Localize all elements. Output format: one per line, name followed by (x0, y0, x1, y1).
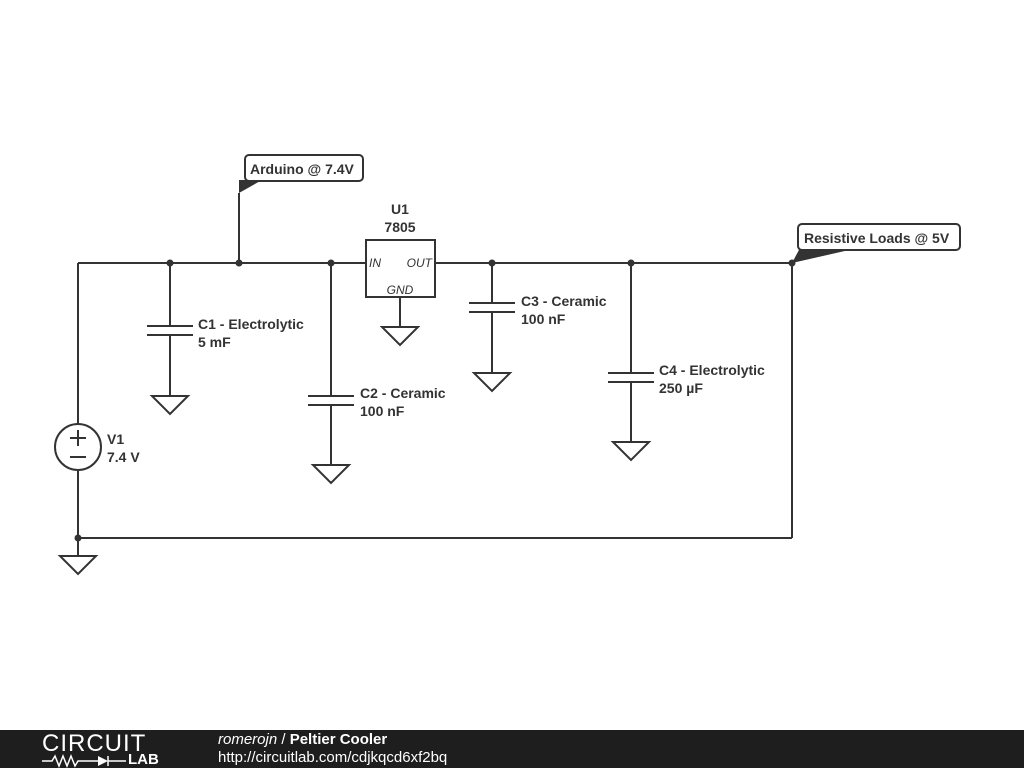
arduino-net-label: Arduino @ 7.4V (250, 161, 355, 177)
u1-ref-label: U1 (391, 201, 409, 217)
circuit-schematic: C1 - Electrolytic 5 mF C2 - Ceramic 100 … (54, 154, 961, 576)
flag-pointer (792, 248, 858, 263)
c2-value-label: 100 nF (360, 403, 405, 419)
net-flag-loads[interactable]: Resistive Loads @ 5V (792, 223, 961, 263)
c3-value-label: 100 nF (521, 311, 566, 327)
c4-name-label: C4 - Electrolytic (659, 362, 765, 378)
u1-pin-gnd: GND (387, 283, 414, 297)
c1-value-label: 5 mF (198, 334, 231, 350)
capacitor-c3[interactable]: C3 - Ceramic 100 nF (469, 263, 607, 393)
flag-box (797, 223, 961, 251)
logo-wordmark-bottom: LAB (128, 751, 159, 768)
net-flag-arduino[interactable]: Arduino @ 7.4V (239, 154, 364, 193)
u1-part-label: 7805 (384, 219, 415, 235)
ground-symbol (310, 464, 352, 485)
v1-value-label: 7.4 V (107, 449, 140, 465)
capacitor-c2[interactable]: C2 - Ceramic 100 nF (308, 263, 446, 485)
ground-symbol (149, 395, 191, 416)
flag-pointer (239, 180, 262, 193)
c2-name-label: C2 - Ceramic (360, 385, 446, 401)
u1-pin-out: OUT (407, 256, 434, 270)
logo-wordmark-top: CIRCUIT (42, 730, 147, 757)
c1-name-label: C1 - Electrolytic (198, 316, 304, 332)
ground-symbol (57, 555, 99, 576)
flag-box (244, 154, 364, 182)
v1-ref-label: V1 (107, 431, 124, 447)
v1-body (54, 423, 102, 471)
u1-body (365, 239, 436, 298)
voltage-source-v1[interactable]: V1 7.4 V (54, 423, 140, 471)
footer-bar: CIRCUIT LAB romerojn / Peltier Cooler ht… (0, 730, 1024, 768)
capacitor-c4[interactable]: C4 - Electrolytic 250 µF (608, 263, 765, 462)
ground-symbol (471, 372, 513, 393)
capacitor-c1[interactable]: C1 - Electrolytic 5 mF (147, 263, 304, 416)
ground-symbol (610, 441, 652, 462)
ground-symbol (379, 326, 421, 347)
c3-name-label: C3 - Ceramic (521, 293, 607, 309)
junction-dot (235, 259, 243, 267)
c4-value-label: 250 µF (659, 380, 703, 396)
loads-net-label: Resistive Loads @ 5V (804, 230, 950, 246)
circuit-url-link[interactable]: http://circuitlab.com/cdjkqcd6xf2bq (218, 749, 448, 766)
credit-separator: / (277, 731, 290, 748)
regulator-u1[interactable]: U1 7805 IN OUT GND (365, 201, 436, 347)
circuitlab-logo[interactable]: CIRCUIT LAB (42, 732, 182, 768)
u1-pin-in: IN (369, 256, 381, 270)
author-link[interactable]: romerojn (218, 731, 278, 748)
junction-dot (74, 534, 82, 542)
resistor-diode-icon (42, 754, 126, 768)
credit-line: romerojn / Peltier Cooler (218, 731, 387, 749)
circuit-title: Peltier Cooler (289, 731, 388, 748)
